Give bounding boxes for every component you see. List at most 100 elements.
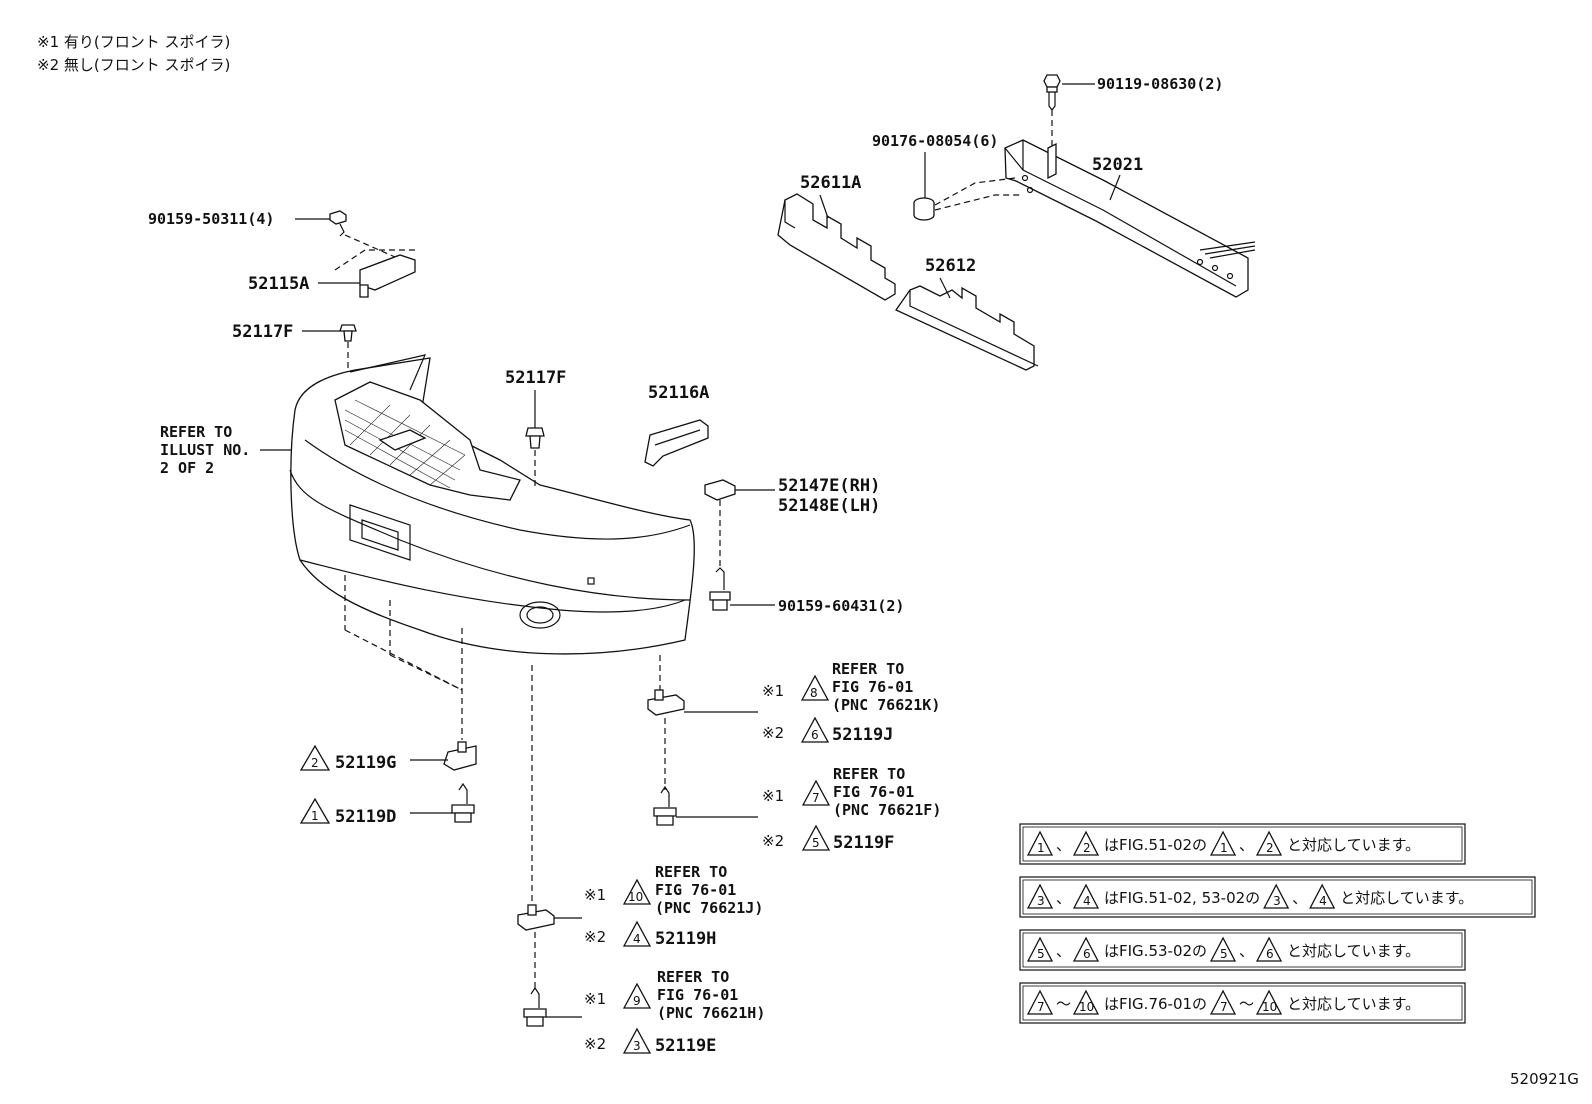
triangle-5-52119F bbox=[801, 824, 831, 851]
legend-row-2-triangle-d-number: 6 bbox=[1266, 947, 1274, 961]
refer-bumper-line2: ILLUST NO. bbox=[160, 441, 250, 459]
legend-row-3-text2: と対応しています。 bbox=[1287, 995, 1420, 1013]
energy-absorber-52612[interactable] bbox=[895, 285, 1039, 371]
part-52021-label[interactable]: 52021 bbox=[1092, 155, 1143, 175]
screw-52119F-icon[interactable] bbox=[653, 785, 677, 826]
legend-row-1-inner bbox=[1022, 879, 1533, 915]
legend-row-0-triangle-d bbox=[1255, 830, 1283, 856]
legend-row-2-triangle-b-number: 6 bbox=[1083, 947, 1091, 961]
ref-k-line1[interactable]: REFER TO bbox=[832, 660, 904, 678]
part-52116A-label[interactable]: 52116A bbox=[648, 383, 709, 403]
legend-row-0-triangle-c-number: 1 bbox=[1220, 841, 1228, 855]
legend-row-0-inner bbox=[1022, 826, 1463, 862]
legend-row-2-triangle-c bbox=[1209, 936, 1237, 962]
legend-row-2-triangle-a bbox=[1026, 936, 1054, 962]
mark-x1-e: ※1 bbox=[584, 990, 606, 1008]
screw-52119D-icon[interactable] bbox=[451, 782, 475, 823]
legend-row-1-triangle-a-number: 3 bbox=[1037, 894, 1045, 908]
ref-k-line3[interactable]: (PNC 76621K) bbox=[832, 696, 940, 714]
legend-row-0-triangle-d-number: 2 bbox=[1266, 841, 1274, 855]
legend-row-2-sep2: 、 bbox=[1239, 942, 1254, 960]
legend-row-2-text1: はFIG.53-02の bbox=[1104, 942, 1207, 960]
legend-row-0-triangle-a-number: 1 bbox=[1037, 841, 1045, 855]
collar-90176-icon[interactable] bbox=[913, 197, 935, 221]
legend-row-0-sep: 、 bbox=[1056, 836, 1071, 854]
legend-row-1-triangle-d-number: 4 bbox=[1319, 894, 1327, 908]
part-52119G-label[interactable]: 52119G bbox=[335, 753, 396, 773]
part-52119J-label[interactable]: 52119J bbox=[832, 725, 893, 745]
triangle-7-ref bbox=[801, 779, 831, 806]
ref-f-line1[interactable]: REFER TO bbox=[833, 765, 905, 783]
part-52148E-label[interactable]: 52148E(LH) bbox=[778, 496, 880, 516]
part-90159-60431-label[interactable]: 90159-60431(2) bbox=[778, 597, 904, 615]
legend-row-2-inner bbox=[1022, 932, 1463, 968]
part-52119D-label[interactable]: 52119D bbox=[335, 807, 396, 827]
bumper-reinforcement-52021[interactable] bbox=[1004, 139, 1256, 298]
refer-bumper-line3: 2 OF 2 bbox=[160, 459, 214, 477]
mark-x1-h: ※1 bbox=[584, 886, 606, 904]
legend-row-1-triangle-c bbox=[1263, 883, 1290, 909]
bracket-52116A[interactable] bbox=[644, 419, 709, 467]
triangle-3-52119E bbox=[622, 1027, 652, 1054]
part-52611A-label[interactable]: 52611A bbox=[800, 173, 861, 193]
part-52147E-label[interactable]: 52147E(RH) bbox=[778, 476, 880, 496]
ref-h-line1[interactable]: REFER TO bbox=[657, 968, 729, 986]
mark-x1-f: ※1 bbox=[762, 787, 784, 805]
bracket-52115A[interactable] bbox=[359, 254, 416, 298]
part-52119E-label[interactable]: 52119E bbox=[655, 1036, 716, 1056]
part-52115A-label[interactable]: 52115A bbox=[248, 274, 309, 294]
screw-90159-50311-icon[interactable] bbox=[329, 210, 347, 237]
legend-row-2-triangle-b bbox=[1072, 936, 1100, 962]
mark-x2-e: ※2 bbox=[584, 1035, 606, 1053]
mark-x2-h: ※2 bbox=[584, 928, 606, 946]
energy-absorber-52611A[interactable] bbox=[777, 193, 896, 301]
tri-5-number: 5 bbox=[812, 836, 820, 850]
front-bumper-cover[interactable] bbox=[289, 354, 695, 655]
legend-row-2-triangle-d bbox=[1255, 936, 1283, 962]
mark-x2-f: ※2 bbox=[762, 832, 784, 850]
part-90159-50311-label[interactable]: 90159-50311(4) bbox=[148, 210, 274, 228]
legend-row-3-triangle-b-number: 10 bbox=[1079, 1000, 1094, 1014]
part-52117F-left-label[interactable]: 52117F bbox=[232, 322, 293, 342]
legend-row-3-triangle-a bbox=[1026, 989, 1054, 1015]
part-52117F-mid-label[interactable]: 52117F bbox=[505, 368, 566, 388]
ref-j-line1[interactable]: REFER TO bbox=[655, 863, 727, 881]
legend-row-1-text1: はFIG.51-02, 53-02の bbox=[1104, 889, 1260, 907]
legend-row-3-sep: ～ bbox=[1056, 995, 1071, 1013]
nut-52119G-icon[interactable] bbox=[443, 741, 477, 771]
part-52119F-label[interactable]: 52119F bbox=[833, 833, 894, 853]
bolt-90119-icon[interactable] bbox=[1043, 74, 1061, 111]
ref-j-line2[interactable]: FIG 76-01 bbox=[655, 881, 736, 899]
clip-52119J-icon[interactable] bbox=[647, 689, 685, 716]
triangle-8-ref bbox=[800, 674, 830, 701]
legend-row-0-text2: と対応しています。 bbox=[1287, 836, 1420, 854]
legend-row-2 bbox=[1019, 929, 1466, 971]
ref-h-line3[interactable]: (PNC 76621H) bbox=[657, 1004, 765, 1022]
part-90119-label[interactable]: 90119-08630(2) bbox=[1097, 75, 1223, 93]
ref-j-line3[interactable]: (PNC 76621J) bbox=[655, 899, 763, 917]
part-52612-label[interactable]: 52612 bbox=[925, 256, 976, 276]
legend-row-0-text1: はFIG.51-02の bbox=[1104, 836, 1207, 854]
clip-52117F-mid-icon[interactable] bbox=[525, 427, 545, 449]
tri-8-number: 8 bbox=[810, 686, 818, 700]
legend-row-3 bbox=[1019, 982, 1466, 1024]
triangle-2-52119G bbox=[299, 744, 331, 771]
part-90176-label[interactable]: 90176-08054(6) bbox=[872, 132, 998, 150]
legend-row-3-inner bbox=[1022, 985, 1463, 1021]
ref-k-line2[interactable]: FIG 76-01 bbox=[832, 678, 913, 696]
legend-row-3-triangle-c bbox=[1209, 989, 1237, 1015]
legend-row-0-sep2: 、 bbox=[1239, 836, 1254, 854]
part-52119H-label[interactable]: 52119H bbox=[655, 929, 716, 949]
ref-f-line2[interactable]: FIG 76-01 bbox=[833, 783, 914, 801]
clip-52119H-icon[interactable] bbox=[517, 904, 555, 931]
screw-52119E-icon[interactable] bbox=[523, 986, 547, 1027]
retainer-52147E-icon[interactable] bbox=[704, 479, 736, 501]
legend-row-3-triangle-d bbox=[1255, 989, 1283, 1015]
clip-52117F-left-icon[interactable] bbox=[339, 324, 357, 342]
screw-90159-60431-icon[interactable] bbox=[709, 567, 731, 611]
ref-f-line3[interactable]: (PNC 76621F) bbox=[833, 801, 941, 819]
legend-row-3-sep2: ～ bbox=[1239, 995, 1254, 1013]
ref-h-line2[interactable]: FIG 76-01 bbox=[657, 986, 738, 1004]
